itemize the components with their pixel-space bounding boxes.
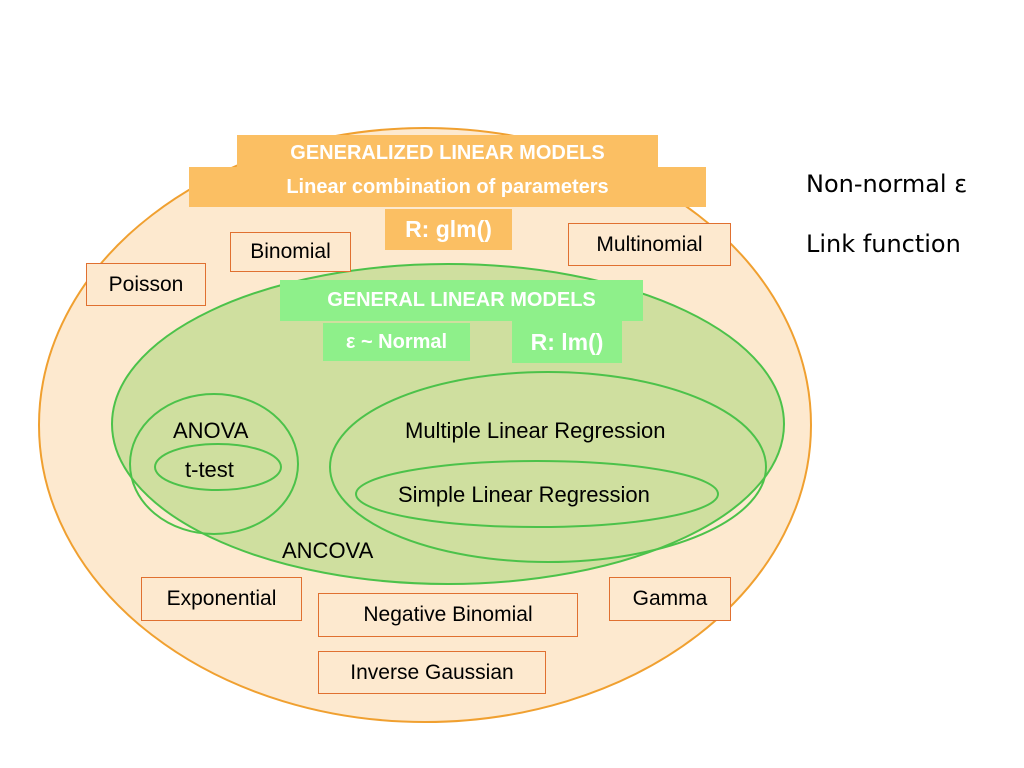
dist-gamma: Gamma — [609, 577, 731, 621]
mlr-ellipse — [329, 371, 767, 563]
slr-ellipse — [355, 460, 719, 528]
slr-label: Simple Linear Regression — [398, 482, 650, 507]
glm-subtitle: Linear combination of parameters — [189, 167, 706, 207]
side-note-non-normal: Non-normal ε — [806, 170, 968, 198]
dist-negative-binomial: Negative Binomial — [318, 593, 578, 637]
anova-label: ANOVA — [173, 418, 249, 443]
dist-poisson: Poisson — [86, 263, 206, 306]
ttest-label: t-test — [185, 457, 234, 482]
ancova-label: ANCOVA — [282, 538, 374, 563]
lm-r-function: R: lm() — [512, 321, 622, 363]
mlr-label: Multiple Linear Regression — [405, 418, 666, 443]
lm-title: GENERAL LINEAR MODELS — [280, 280, 643, 321]
anova-ellipse — [129, 393, 299, 535]
lm-error-normal: ε ~ Normal — [323, 323, 470, 361]
glm-r-function: R: glm() — [385, 209, 512, 250]
ttest-ellipse — [154, 443, 282, 491]
glm-title: GENERALIZED LINEAR MODELS — [237, 135, 658, 172]
dist-exponential: Exponential — [141, 577, 302, 621]
dist-inverse-gaussian: Inverse Gaussian — [318, 651, 546, 694]
dist-binomial: Binomial — [230, 232, 351, 272]
side-note-link-function: Link function — [806, 230, 961, 258]
dist-multinomial: Multinomial — [568, 223, 731, 266]
